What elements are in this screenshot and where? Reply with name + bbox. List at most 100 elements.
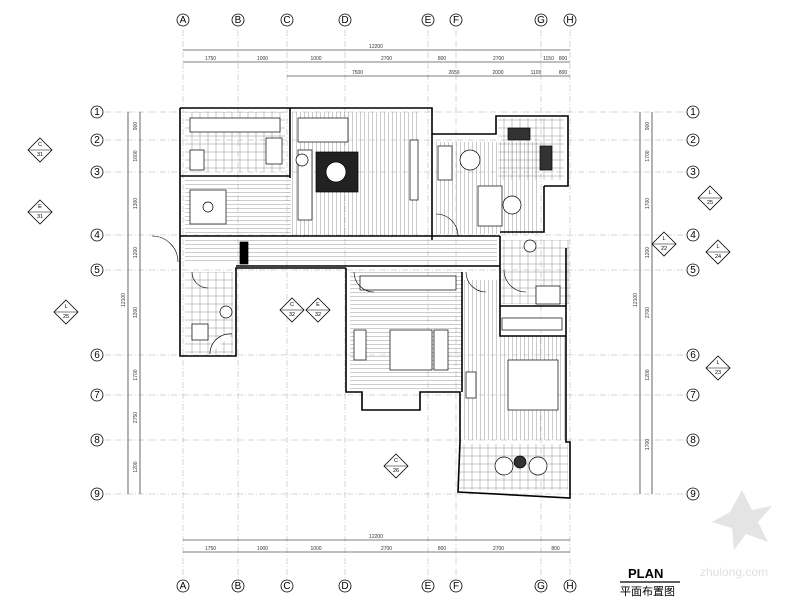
section-marker-label: L — [716, 360, 719, 366]
section-marker-ref: 23 — [715, 370, 721, 376]
grid-bubble-col-d: D — [338, 13, 352, 27]
grid-bubble-row-9: 9 — [90, 487, 104, 501]
grid-bubble-label: E — [425, 15, 432, 26]
grid-bubble-label: G — [537, 15, 545, 26]
dim-top-segment: 1000 — [310, 56, 321, 62]
grid-bubble-col-a: A — [176, 13, 190, 27]
dim-bottom-overall: 12200 — [369, 534, 383, 540]
grid-bubble-label: A — [180, 581, 187, 592]
dim-left-segment: 900 — [133, 122, 139, 131]
dim-bottom-segment: 800 — [438, 546, 447, 552]
balcony-chair-right — [528, 456, 548, 476]
dim-top-segment: 1150 — [543, 56, 554, 62]
section-marker-ref: 22 — [661, 246, 667, 252]
walls — [179, 107, 571, 499]
grid-bubble-label: H — [566, 15, 573, 26]
dim-bottom-segment: 1750 — [205, 546, 216, 552]
grid-bubble-label: D — [341, 15, 348, 26]
dim-top-sub: 1100 — [531, 70, 542, 76]
dim-top-segment: 1750 — [205, 56, 216, 62]
dim-right-segment: 1700 — [645, 150, 651, 161]
stove — [265, 137, 283, 165]
section-marker-label: E — [38, 204, 42, 210]
dim-right-segment: 1700 — [645, 439, 651, 450]
grid-bubble-row-4: 4 — [686, 228, 700, 242]
grid-bubble-col-c: C — [280, 579, 294, 593]
dim-right-segment: 2700 — [645, 307, 651, 318]
toilet — [191, 323, 209, 341]
section-marker-ref: 31 — [37, 214, 43, 220]
grid-bubble-row-7: 7 — [90, 388, 104, 402]
master-bed — [389, 329, 433, 371]
section-marker-ref: 24 — [715, 254, 721, 260]
grid-bubble-col-g: G — [534, 13, 548, 27]
ensuite-shower — [535, 285, 561, 305]
grid-bubble-label: 8 — [690, 435, 696, 446]
sofa — [297, 117, 349, 143]
grid-bubble-label: 3 — [690, 167, 696, 178]
dim-bottom-segment: 800 — [551, 546, 560, 552]
section-marker-e-31: E 31 — [27, 199, 53, 225]
study-bookcase — [437, 145, 453, 181]
grid-bubble-label: 9 — [690, 489, 696, 500]
dim-top-segment: 800 — [438, 56, 447, 62]
grid-bubble-row-1: 1 — [686, 105, 700, 119]
section-marker-label: C — [38, 142, 42, 148]
dim-bottom-segment: 1000 — [257, 546, 268, 552]
dim-top-sub: 2000 — [492, 70, 503, 76]
grid-bubble-label: 5 — [94, 265, 100, 276]
dimension-lines — [127, 49, 653, 553]
watermark: zhulong.com — [700, 490, 772, 579]
plan-subtitle: 平面布置图 — [620, 585, 675, 598]
dim-left-segment: 1700 — [133, 369, 139, 380]
grid-bubble-label: C — [283, 15, 290, 26]
grid-bubble-col-e: E — [421, 13, 435, 27]
section-marker-e-32: E32 — [305, 297, 331, 323]
bathroom-basin — [219, 305, 233, 319]
section-marker-l-25: L25 — [697, 185, 723, 211]
dim-left-segment: 1200 — [133, 461, 139, 472]
section-marker-label: C — [394, 458, 398, 464]
dim-left-segment: 1600 — [133, 150, 139, 161]
grid-bubble-label: H — [566, 581, 573, 592]
grid-bubble-row-4: 4 — [90, 228, 104, 242]
corridor-floor — [185, 238, 497, 264]
grid-bubble-label: B — [235, 15, 242, 26]
grid-bubble-row-6: 6 — [90, 348, 104, 362]
section-marker-ref: 25 — [63, 314, 69, 320]
bedroom-two-closet-floor — [464, 280, 504, 440]
dim-left-overall: 12100 — [121, 293, 127, 307]
grid-bubble-col-b: B — [231, 13, 245, 27]
section-marker-label: L — [662, 236, 665, 242]
section-marker-c-32: C 32 — [279, 297, 305, 323]
balcony-plant — [513, 455, 527, 469]
corridor-cabinet — [239, 241, 249, 265]
section-marker-ref: 26 — [393, 468, 399, 474]
study-stool — [502, 195, 522, 215]
grid-bubble-col-h: H — [563, 13, 577, 27]
watermark-text: zhulong.com — [700, 565, 768, 579]
ensuite-basin — [523, 239, 537, 253]
grid-bubble-label: B — [235, 581, 242, 592]
grid-bubble-row-2: 2 — [686, 133, 700, 147]
dim-left-segment: 1300 — [133, 198, 139, 209]
grid-bubble-label: G — [537, 581, 545, 592]
floor-finish-hatching — [185, 112, 570, 490]
section-marker-ref: 32 — [289, 312, 295, 318]
bay-chair — [507, 127, 531, 141]
grid-bubble-row-6: 6 — [686, 348, 700, 362]
side-sofa — [297, 149, 313, 221]
grid-bubble-row-9: 9 — [686, 487, 700, 501]
section-marker-label: L — [64, 304, 67, 310]
grid-bubble-col-e: E — [421, 579, 435, 593]
dim-top-sub: 2650 — [448, 70, 459, 76]
dim-right-overall: 12100 — [633, 293, 639, 307]
grid-bubble-label: 3 — [94, 167, 100, 178]
tv-cabinet — [409, 139, 419, 201]
section-marker-label: C — [290, 302, 294, 308]
dim-top-overall: 12200 — [369, 44, 383, 50]
grid-bubble-label: 8 — [94, 435, 100, 446]
